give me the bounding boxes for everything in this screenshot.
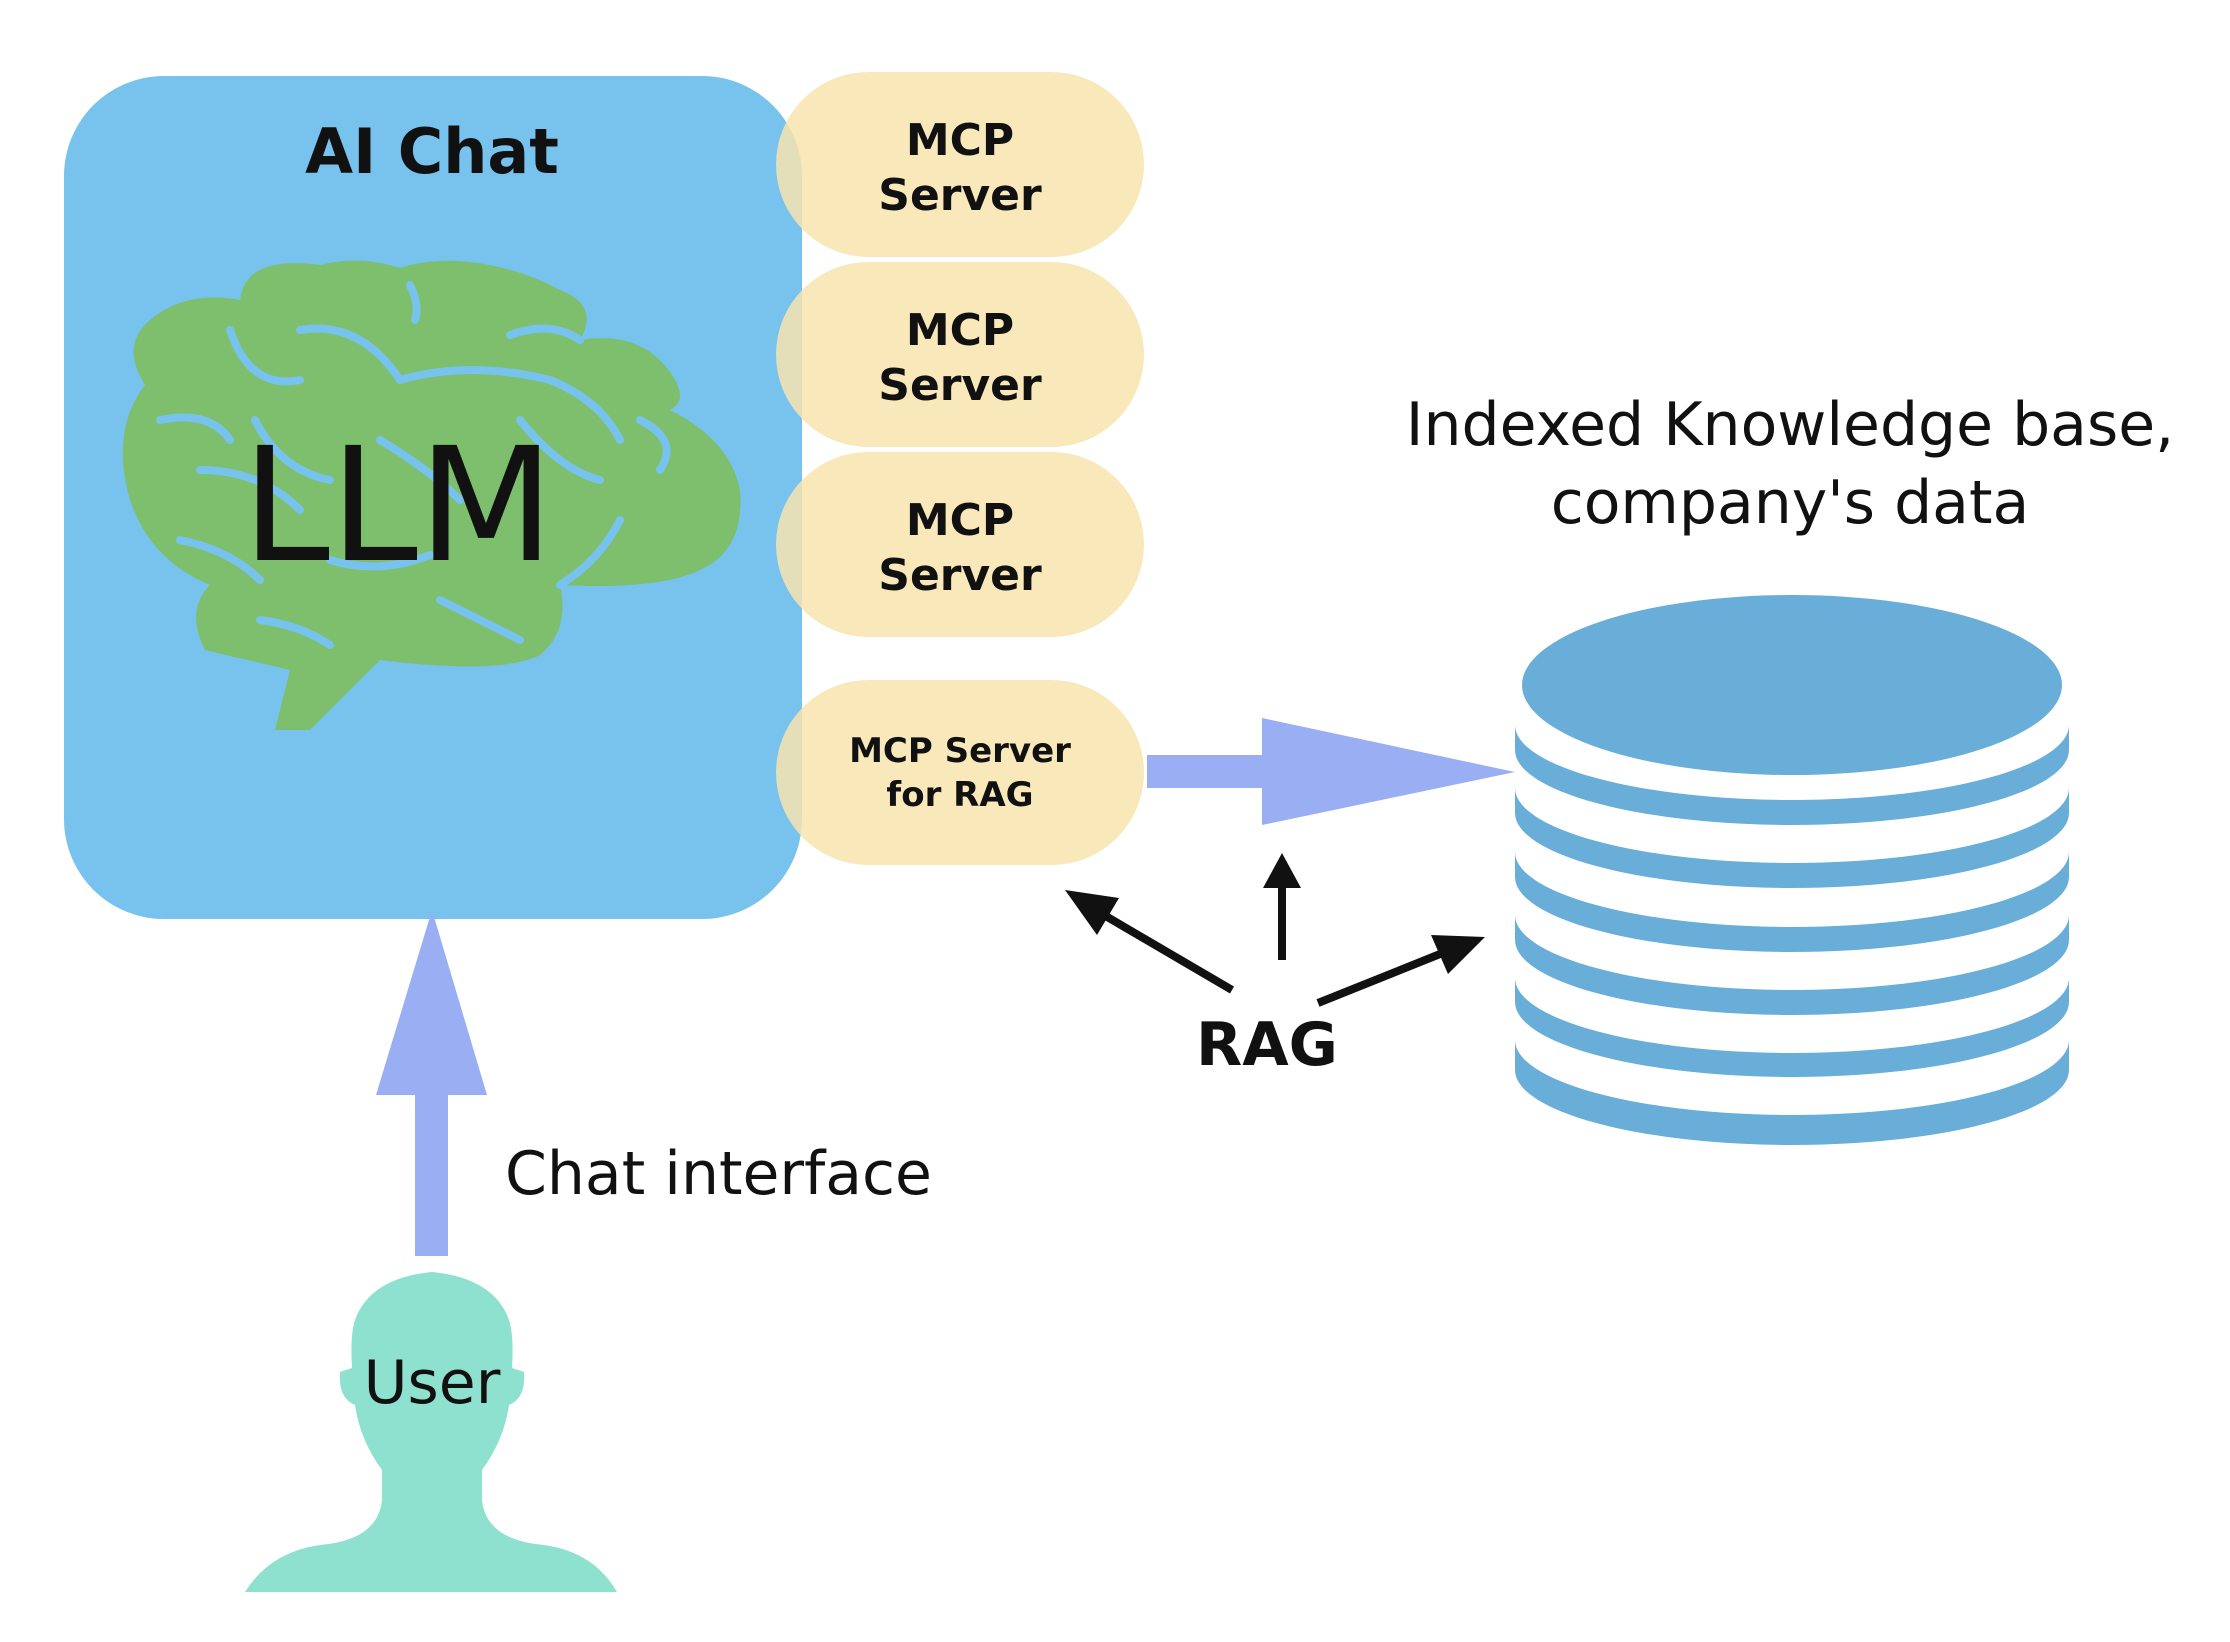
mcp-server-rag-line1: MCP Server [849,731,1071,771]
mcp-server-3-line2: Server [878,550,1042,601]
mcp-server-1-line1: MCP [906,115,1014,166]
rag-arrow-right-head [1431,935,1485,974]
mcp-server-2: MCP Server [776,262,1144,447]
user-silhouette-icon [245,1272,617,1592]
knowledge-base-title-line2: company's data [1551,468,2030,538]
mcp-server-3-line1: MCP [906,495,1014,546]
chat-interface-label: Chat interface [505,1139,932,1209]
mcp-server-2-line1: MCP [906,305,1014,356]
rag-arrows [1065,853,1485,1007]
user-label: User [364,1348,501,1418]
chat-interface-arrow [376,910,487,1256]
mcp-server-1: MCP Server [776,72,1144,257]
brain-icon [122,260,741,730]
mcp-server-3: MCP Server [776,452,1144,637]
mcp-server-rag-line2: for RAG [886,775,1033,815]
mcp-server-1-line2: Server [878,170,1042,221]
rag-arrow-left-head [1065,890,1119,935]
knowledge-base-title-line1: Indexed Knowledge base, [1406,390,2174,460]
llm-label: LLM [242,414,554,598]
rag-label: RAG [1196,1010,1338,1080]
database-icon [1515,595,2069,1145]
mcp-server-2-line2: Server [878,360,1042,411]
rag-arrow-up-head [1263,853,1301,888]
ai-chat-title: AI Chat [305,115,559,188]
mcp-server-rag: MCP Server for RAG [776,680,1144,865]
rag-to-database-arrow [1147,718,1515,825]
